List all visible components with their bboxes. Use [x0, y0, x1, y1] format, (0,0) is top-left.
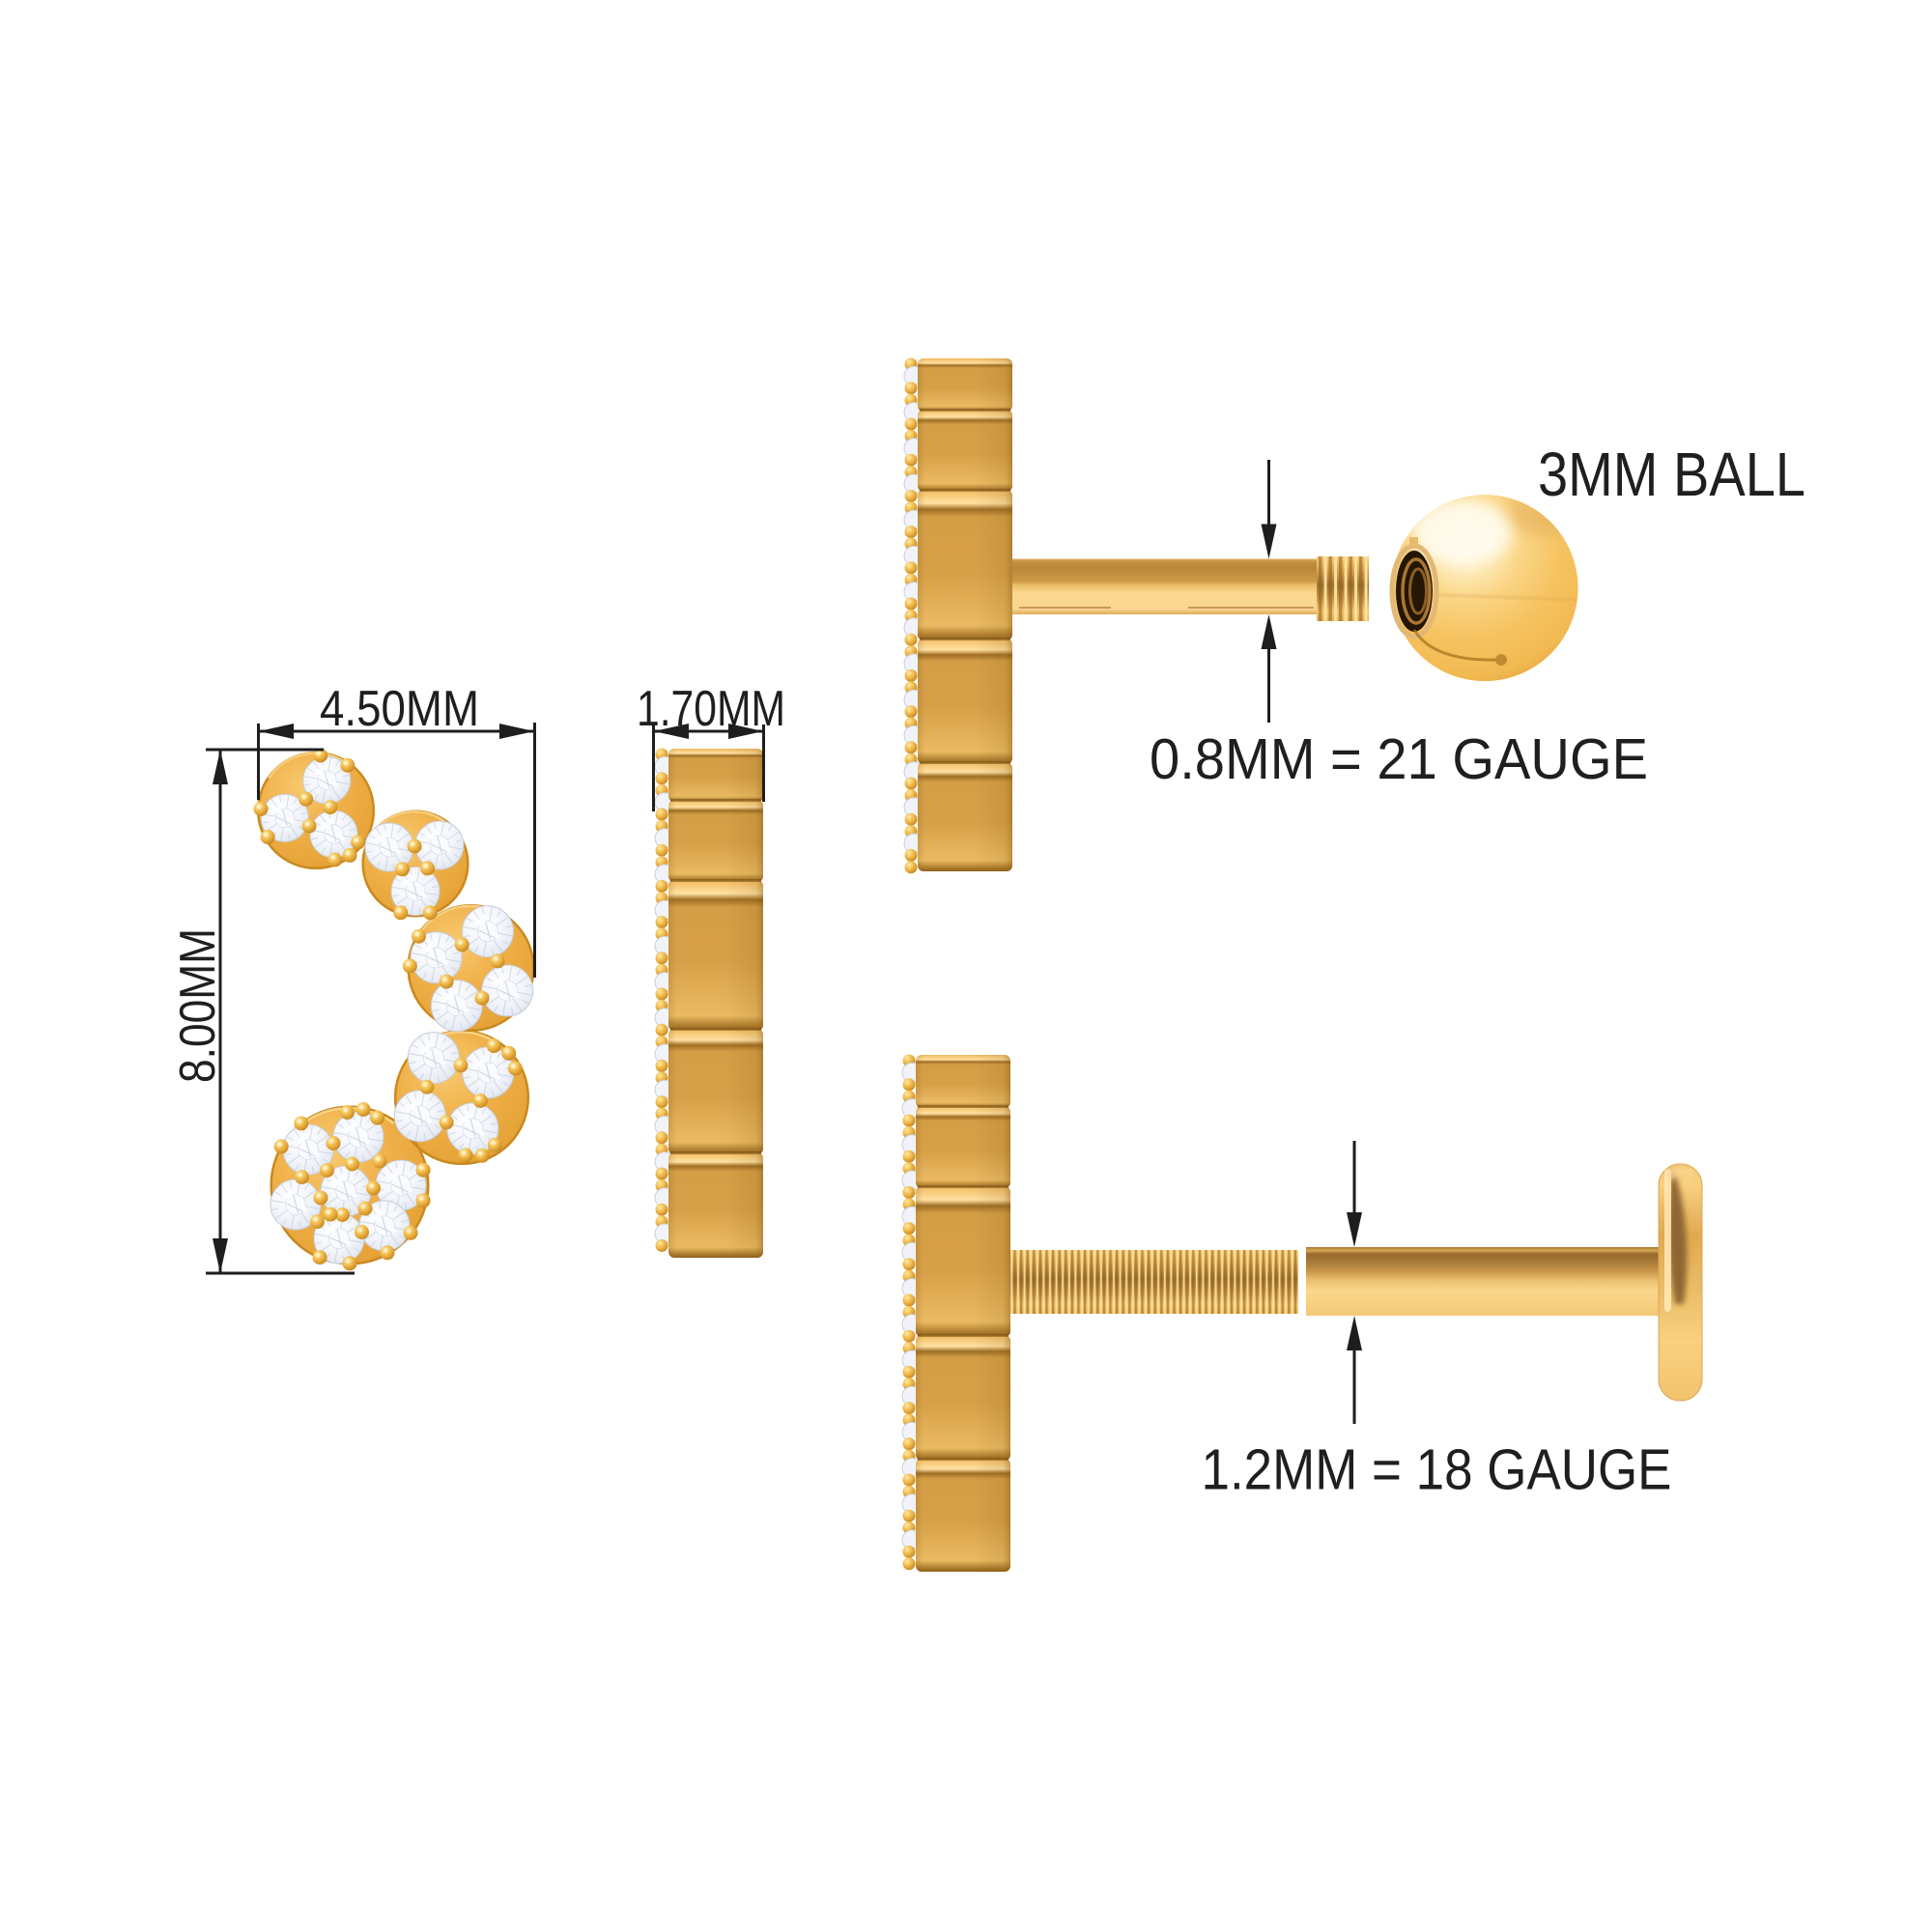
svg-text:1.70MM: 1.70MM [637, 681, 785, 737]
svg-text:0.8MM = 21 GAUGE: 0.8MM = 21 GAUGE [1150, 727, 1648, 791]
svg-text:8.00MM: 8.00MM [170, 928, 226, 1083]
svg-text:4.50MM: 4.50MM [320, 681, 479, 737]
svg-text:1.2MM = 18 GAUGE: 1.2MM = 18 GAUGE [1202, 1438, 1672, 1502]
svg-text:3MM BALL: 3MM BALL [1538, 440, 1805, 509]
